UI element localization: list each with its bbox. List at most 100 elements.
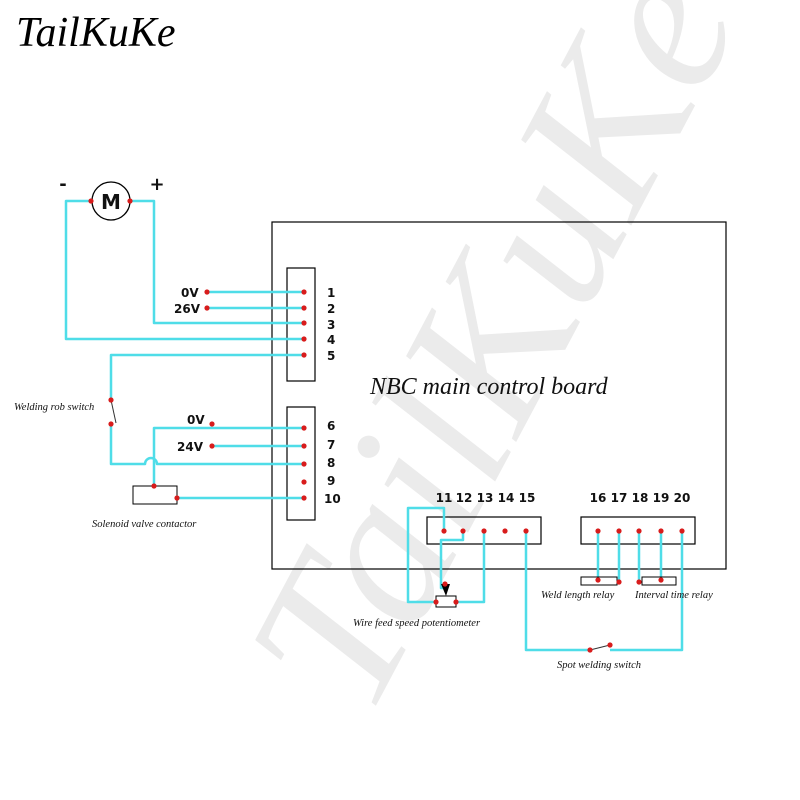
pin-label: 18 bbox=[632, 491, 649, 505]
welding-switch-icon bbox=[110, 399, 117, 424]
terminal-dot bbox=[481, 528, 487, 534]
wire-spot-pin20 bbox=[610, 531, 684, 652]
pin-label: 17 bbox=[611, 491, 628, 505]
terminal-dot bbox=[301, 289, 307, 295]
pin-label: 4 bbox=[327, 333, 335, 347]
terminal-dot bbox=[453, 599, 459, 605]
wire-pin5-switch bbox=[109, 353, 304, 400]
pin-label: 7 bbox=[327, 438, 335, 452]
wires bbox=[64, 199, 684, 652]
pin-label: 6 bbox=[327, 419, 335, 433]
terminal-dot bbox=[607, 642, 613, 648]
terminal-dot bbox=[127, 198, 133, 204]
connector-a bbox=[286, 267, 316, 382]
pin-label: 10 bbox=[324, 492, 341, 506]
watermark-text: TailKuKe bbox=[203, 0, 782, 743]
pin-label: 15 bbox=[519, 491, 536, 505]
potentiometer-icon bbox=[435, 595, 457, 608]
terminal-dot bbox=[595, 528, 601, 534]
terminal-dot bbox=[204, 305, 210, 311]
solenoid-icon bbox=[132, 485, 178, 505]
terminal-dot bbox=[679, 528, 685, 534]
connector-b-labels: 6 7 8 9 10 bbox=[324, 419, 341, 506]
weld-length-relay-label: Weld length relay bbox=[541, 590, 615, 601]
pin-label: 1 bbox=[327, 286, 335, 300]
motor-minus-label: - bbox=[59, 174, 66, 195]
terminal-dot bbox=[587, 647, 593, 653]
pin-label: 11 bbox=[436, 491, 453, 505]
terminal-dot bbox=[616, 579, 622, 585]
terminal-dot bbox=[209, 443, 215, 449]
terminal-dot bbox=[523, 528, 529, 534]
terminal-dot bbox=[301, 336, 307, 342]
connector-c-labels: 11 12 13 14 15 bbox=[436, 491, 536, 505]
spot-switch-label: Spot welding switch bbox=[557, 660, 641, 671]
terminal-dot bbox=[433, 599, 439, 605]
potentiometer-label: Wire feed speed potentiometer bbox=[353, 618, 481, 629]
motor-symbol: M bbox=[101, 190, 121, 214]
terminal-dot bbox=[301, 320, 307, 326]
pin-label: 19 bbox=[653, 491, 670, 505]
terminal-dot bbox=[301, 352, 307, 358]
pin-label: 9 bbox=[327, 474, 335, 488]
spot-switch-icon bbox=[589, 644, 611, 651]
terminal-dot bbox=[595, 577, 601, 583]
terminal-dot bbox=[658, 577, 664, 583]
wire-motor-minus bbox=[64, 199, 304, 341]
motor: M bbox=[91, 181, 131, 221]
voltage-26v: 26V bbox=[174, 302, 201, 316]
terminal-dot bbox=[658, 528, 664, 534]
voltage-24v: 24V bbox=[177, 440, 204, 454]
terminal-dot bbox=[301, 461, 307, 467]
pin-label: 8 bbox=[327, 456, 335, 470]
terminal-dot bbox=[441, 528, 447, 534]
terminal-dot bbox=[502, 528, 508, 534]
pin-label: 13 bbox=[477, 491, 494, 505]
terminal-dot bbox=[616, 528, 622, 534]
terminal-dot bbox=[204, 289, 210, 295]
pin-label: 3 bbox=[327, 318, 335, 332]
pin-label: 2 bbox=[327, 302, 335, 316]
main-control-board bbox=[271, 221, 727, 570]
terminal-dot bbox=[174, 495, 180, 501]
terminal-dot bbox=[636, 528, 642, 534]
welding-switch-label: Welding rob switch bbox=[14, 402, 94, 413]
terminal-dot bbox=[460, 528, 466, 534]
voltage-0v-a: 0V bbox=[181, 286, 199, 300]
connector-d-labels: 16 17 18 19 20 bbox=[590, 491, 691, 505]
pin-label: 14 bbox=[498, 491, 515, 505]
terminal-dot bbox=[88, 198, 94, 204]
pin-label: 20 bbox=[674, 491, 691, 505]
terminal-dot bbox=[209, 421, 215, 427]
interval-time-relay-label: Interval time relay bbox=[634, 590, 713, 601]
pin-label: 5 bbox=[327, 349, 335, 363]
wire-pin15-spot bbox=[524, 531, 590, 652]
wire-pin11-pot bbox=[406, 506, 446, 604]
pin-label: 12 bbox=[456, 491, 473, 505]
motor-plus-label: + bbox=[149, 174, 164, 195]
brand-logo-text: TailKuKe bbox=[16, 10, 176, 56]
voltage-0v-b: 0V bbox=[187, 413, 205, 427]
terminal-dot bbox=[636, 579, 642, 585]
wire-pin13-pot bbox=[456, 531, 486, 604]
terminal-dot bbox=[108, 421, 114, 427]
potentiometer-wiper-icon bbox=[441, 584, 450, 596]
connector-a-labels: 1 2 3 4 5 bbox=[327, 286, 335, 363]
terminal-dot bbox=[442, 581, 448, 587]
pin-label: 16 bbox=[590, 491, 607, 505]
wire-motor-plus bbox=[130, 199, 304, 325]
terminal-dots bbox=[88, 198, 685, 653]
wire-pin6-solenoid bbox=[152, 426, 304, 486]
terminal-dot bbox=[151, 483, 157, 489]
terminal-dot bbox=[301, 443, 307, 449]
terminal-dot bbox=[301, 479, 307, 485]
wire-switch-pin8 bbox=[109, 424, 304, 466]
wire-pin12-pot-wiper bbox=[439, 531, 465, 590]
board-title: NBC main control board bbox=[369, 374, 609, 400]
terminal-dot bbox=[301, 425, 307, 431]
terminal-dot bbox=[301, 305, 307, 311]
terminal-dot bbox=[108, 397, 114, 403]
solenoid-label: Solenoid valve contactor bbox=[92, 519, 197, 530]
terminal-dot bbox=[301, 495, 307, 501]
